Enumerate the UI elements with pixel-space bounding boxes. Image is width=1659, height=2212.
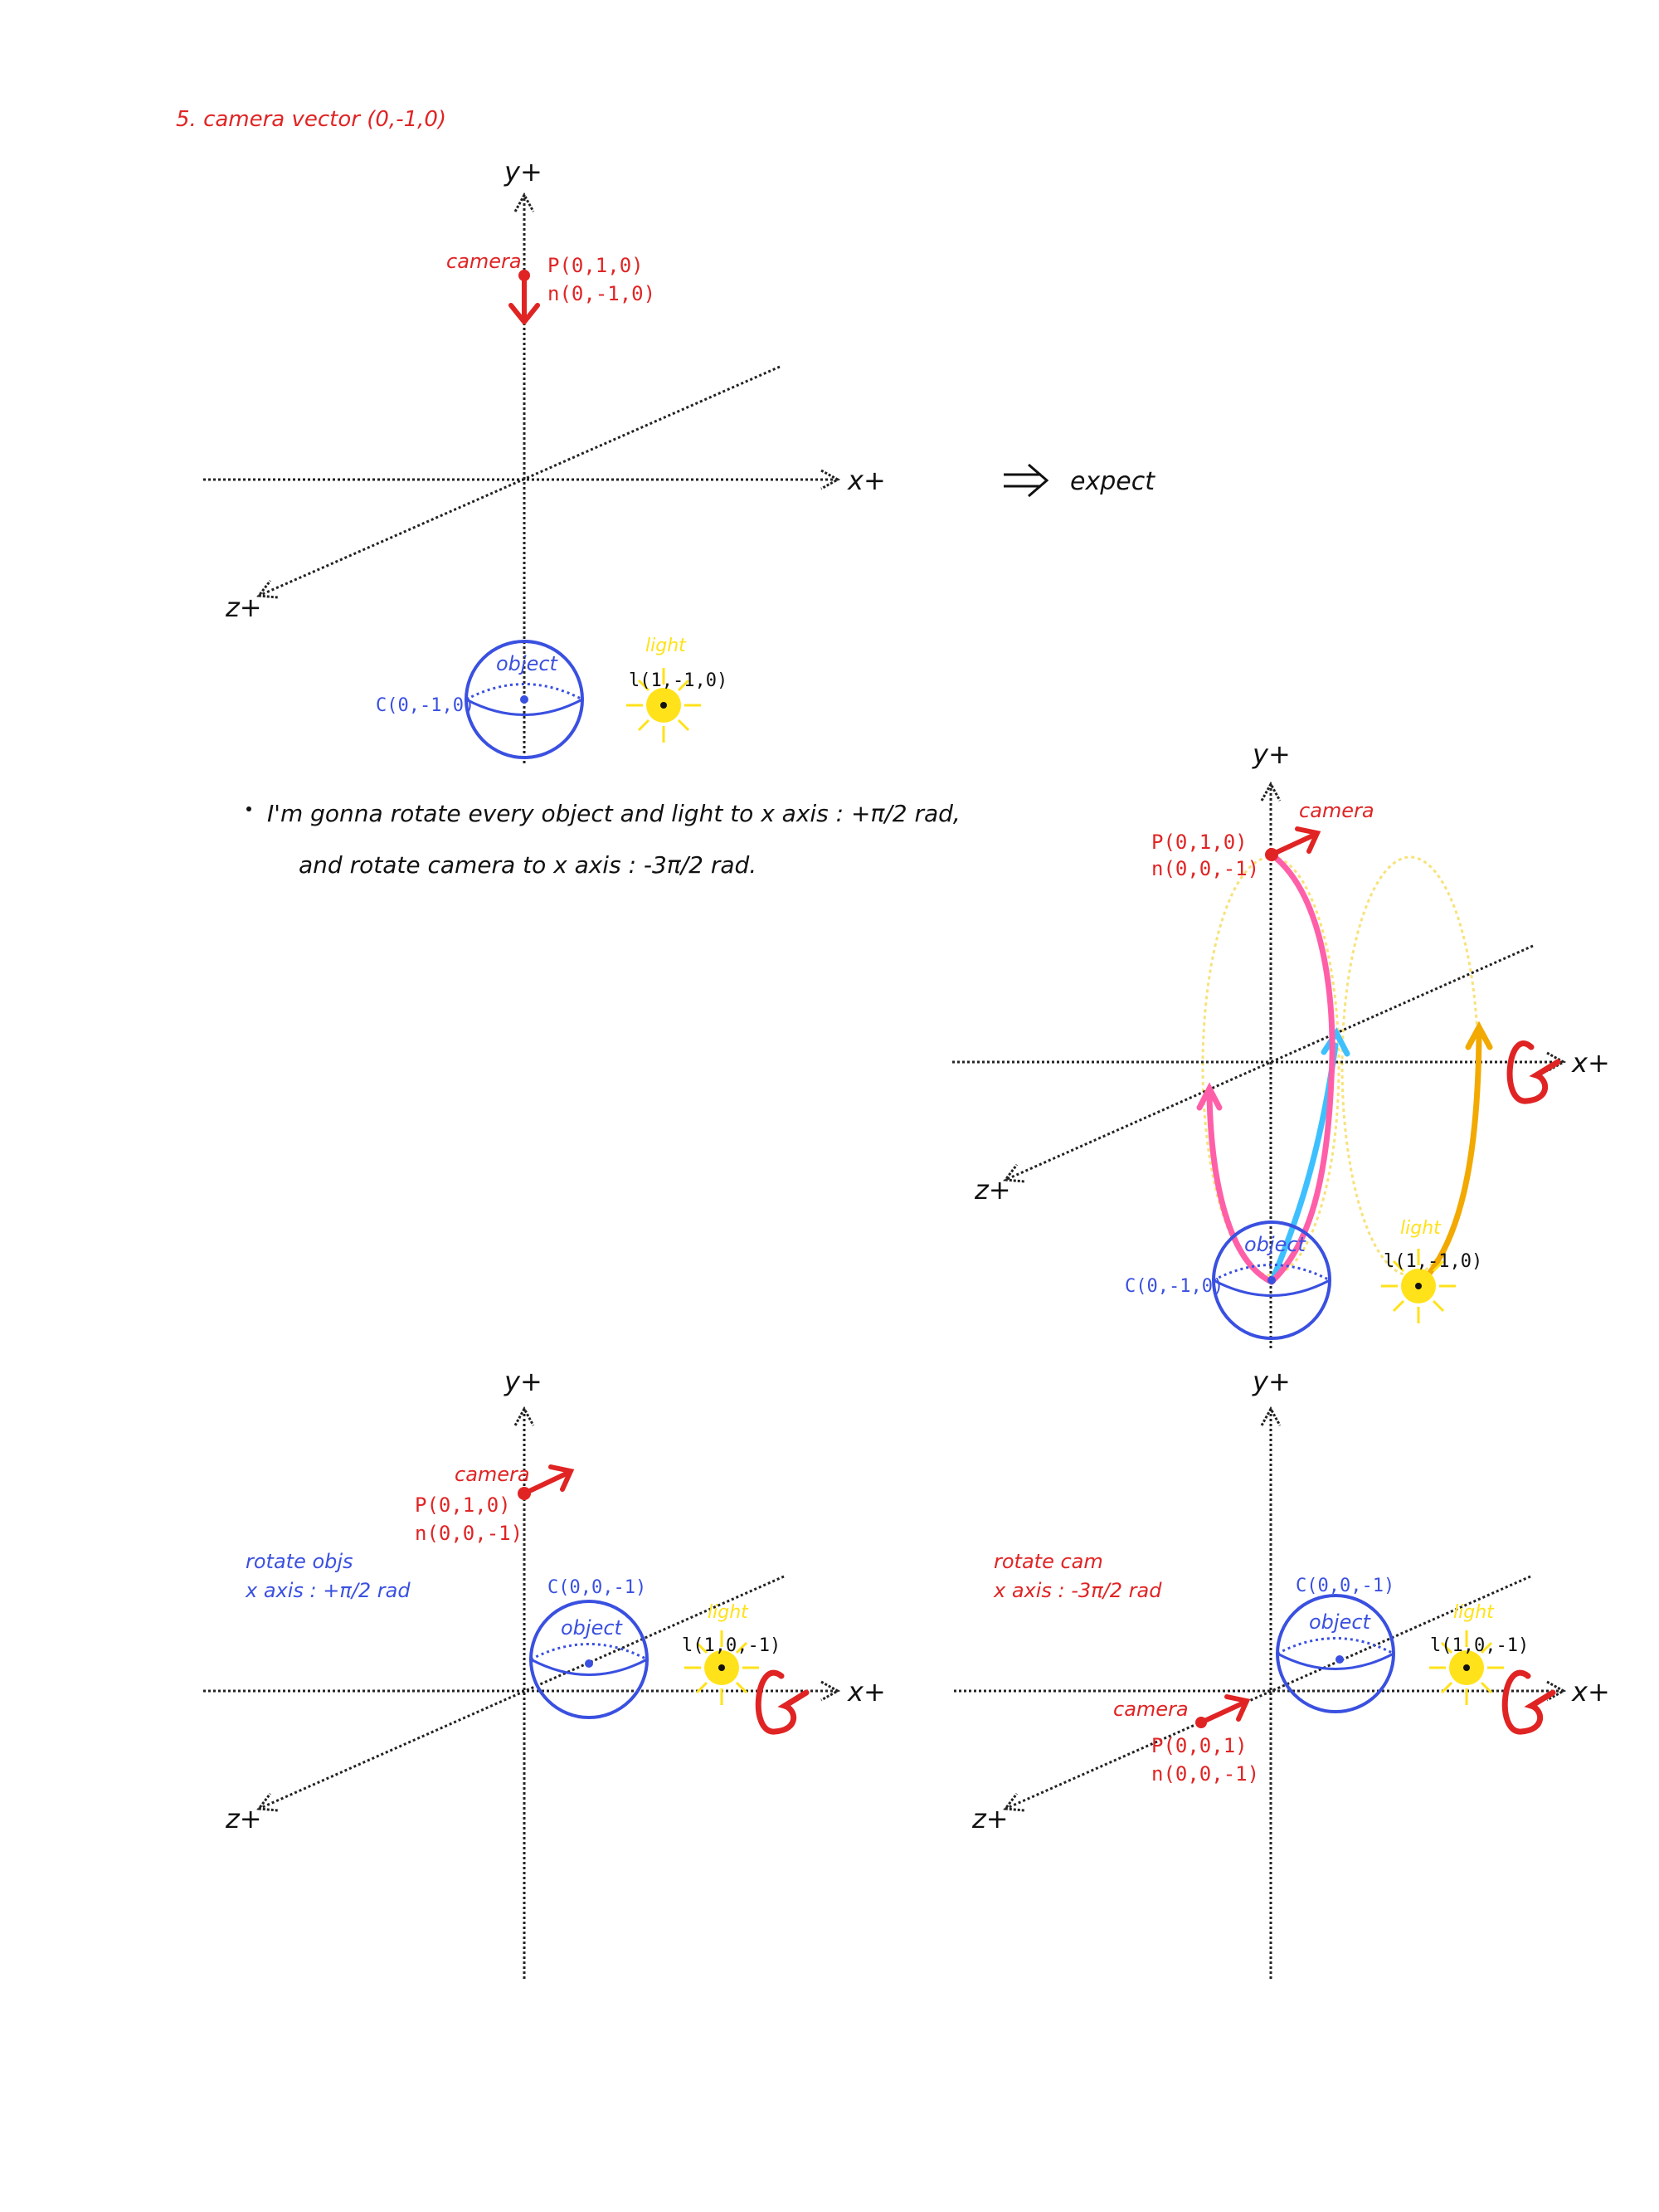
camera-normal: n(0,-1,0) bbox=[547, 282, 655, 305]
light-position-label: l(1,0,-1) bbox=[682, 1635, 781, 1656]
x-axis-label: x+ bbox=[847, 465, 886, 496]
z-axis bbox=[259, 365, 781, 596]
light-center-dot bbox=[718, 1664, 725, 1671]
object-center-dot bbox=[1335, 1655, 1344, 1664]
object-center-dot bbox=[520, 695, 528, 704]
camera-label: camera bbox=[1299, 799, 1374, 822]
object-center-dot bbox=[585, 1659, 593, 1668]
object-equator-front bbox=[1213, 1279, 1331, 1297]
camera-position: P(0,0,1) bbox=[1151, 1734, 1248, 1757]
light-label: light bbox=[708, 1602, 749, 1623]
z-axis-label: z+ bbox=[225, 592, 262, 623]
camera-normal: n(0,0,-1) bbox=[1151, 857, 1259, 880]
cyan-arrow-head bbox=[1321, 1027, 1350, 1057]
object-equator-front bbox=[530, 1658, 648, 1676]
camera-arrow bbox=[522, 1470, 571, 1496]
note-bullet bbox=[246, 806, 251, 811]
rotation-ellipse-object bbox=[1201, 855, 1340, 1277]
panel-original: x+ y+ z+ camera P(0,1,0) n(0,-1,0) objec… bbox=[203, 156, 886, 763]
light-sun-icon bbox=[684, 1630, 759, 1705]
object-equator-front bbox=[465, 698, 583, 716]
expect-implies: expect bbox=[1004, 463, 1155, 498]
object-equator-back bbox=[530, 1643, 648, 1661]
rotate-objs-note-2: x axis : +π/2 rad bbox=[245, 1579, 411, 1602]
camera-arrow-head bbox=[1295, 826, 1321, 854]
camera-arrow bbox=[1199, 1700, 1247, 1725]
pink-path-right bbox=[1268, 851, 1335, 1285]
z-axis bbox=[1005, 1575, 1531, 1809]
object-label: object bbox=[1309, 1610, 1372, 1634]
object-label: object bbox=[496, 652, 559, 675]
light-label: light bbox=[1453, 1602, 1495, 1623]
rotate-cam-note-2: x axis : -3π/2 rad bbox=[993, 1579, 1162, 1602]
light-sun-icon bbox=[626, 668, 701, 743]
expect-label: expect bbox=[1070, 467, 1155, 496]
camera-position: P(0,1,0) bbox=[415, 1493, 511, 1517]
camera-position: P(0,1,0) bbox=[1151, 831, 1248, 854]
panel-rotate-objs: x+ y+ z+ rotate objs x axis : +π/2 rad c… bbox=[203, 1366, 886, 1979]
camera-position: P(0,1,0) bbox=[547, 254, 644, 277]
object-label: object bbox=[561, 1616, 624, 1640]
orange-arrow-head bbox=[1465, 1021, 1493, 1050]
y-axis-label: y+ bbox=[1252, 1366, 1291, 1397]
rotate-cam-note-1: rotate cam bbox=[994, 1550, 1103, 1573]
camera-label: camera bbox=[455, 1463, 530, 1486]
x-axis-label: x+ bbox=[1571, 1676, 1610, 1708]
panel-rotate-cam: x+ y+ z+ rotate cam x axis : -3π/2 rad c… bbox=[954, 1366, 1610, 1979]
light-position-label: l(1,-1,0) bbox=[629, 670, 727, 691]
light-center-dot bbox=[1463, 1664, 1470, 1671]
light-label: light bbox=[1400, 1218, 1442, 1239]
x-axis-label: x+ bbox=[847, 1676, 886, 1708]
object-label: object bbox=[1244, 1233, 1307, 1256]
z-axis-label: z+ bbox=[225, 1803, 262, 1834]
light-position-label: l(1,0,-1) bbox=[1430, 1635, 1529, 1656]
y-axis-label: y+ bbox=[504, 156, 542, 188]
object-equator-back bbox=[1213, 1264, 1331, 1282]
z-axis bbox=[1005, 944, 1534, 1180]
rotation-arrow-icon bbox=[1501, 1669, 1556, 1735]
object-equator-front bbox=[1277, 1652, 1394, 1670]
pink-path-left bbox=[1206, 1092, 1275, 1285]
camera-normal: n(0,0,-1) bbox=[1151, 1762, 1259, 1786]
rotation-arrow-icon bbox=[1506, 1040, 1561, 1104]
light-sun-icon bbox=[1381, 1249, 1456, 1323]
object-center-dot bbox=[1267, 1276, 1276, 1284]
z-axis-label: z+ bbox=[971, 1803, 1009, 1834]
light-sun-icon bbox=[1429, 1630, 1504, 1705]
rotate-objs-note-1: rotate objs bbox=[246, 1550, 353, 1573]
page-title: 5. camera vector (0,-1,0) bbox=[176, 107, 446, 132]
object-center-label: C(0,-1,0) bbox=[1125, 1276, 1224, 1297]
x-axis-label: x+ bbox=[1571, 1047, 1610, 1079]
light-center-dot bbox=[660, 702, 667, 709]
object-equator-back bbox=[465, 683, 583, 701]
panel-expect: x+ y+ z+ camera P(0,1,0) n(0,0,-1) objec… bbox=[952, 738, 1610, 1348]
camera-arrow-head bbox=[508, 303, 540, 324]
light-position-label: l(1,-1,0) bbox=[1384, 1251, 1482, 1272]
object-center-label: C(0,0,-1) bbox=[547, 1577, 646, 1598]
object-center-label: C(0,-1,0) bbox=[376, 695, 474, 716]
object-center-label: C(0,0,-1) bbox=[1296, 1576, 1394, 1596]
note-line-1: I'm gonna rotate every object and light … bbox=[267, 800, 961, 827]
orange-path bbox=[1415, 1030, 1482, 1289]
object-equator-back bbox=[1277, 1637, 1394, 1655]
y-axis-label: y+ bbox=[1252, 738, 1291, 770]
camera-normal: n(0,0,-1) bbox=[415, 1522, 523, 1545]
camera-label: camera bbox=[446, 250, 522, 273]
camera-label: camera bbox=[1113, 1698, 1189, 1721]
light-label: light bbox=[645, 636, 687, 656]
camera-arrow-head bbox=[548, 1464, 575, 1492]
camera-arrow bbox=[1269, 832, 1317, 857]
y-axis-label: y+ bbox=[504, 1366, 542, 1397]
z-axis-label: z+ bbox=[974, 1174, 1011, 1206]
z-axis bbox=[259, 1575, 785, 1809]
note-line-2: and rotate camera to x axis : -3π/2 rad. bbox=[299, 851, 757, 879]
pink-arrow-head bbox=[1196, 1082, 1223, 1111]
camera-arrow-head bbox=[1224, 1694, 1251, 1722]
rotation-arrow-icon bbox=[755, 1669, 810, 1735]
light-center-dot bbox=[1415, 1283, 1422, 1289]
